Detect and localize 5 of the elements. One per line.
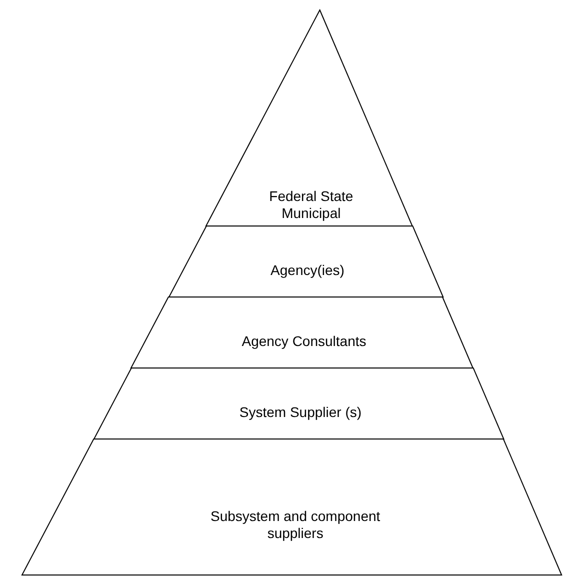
tier-label: System Supplier (s) [238, 404, 363, 421]
tier-label: Federal State Municipal [268, 188, 354, 222]
tier-label: Agency(ies) [270, 262, 346, 279]
tier-label: Subsystem and component suppliers [210, 508, 380, 542]
tier-label: Agency Consultants [240, 333, 368, 350]
